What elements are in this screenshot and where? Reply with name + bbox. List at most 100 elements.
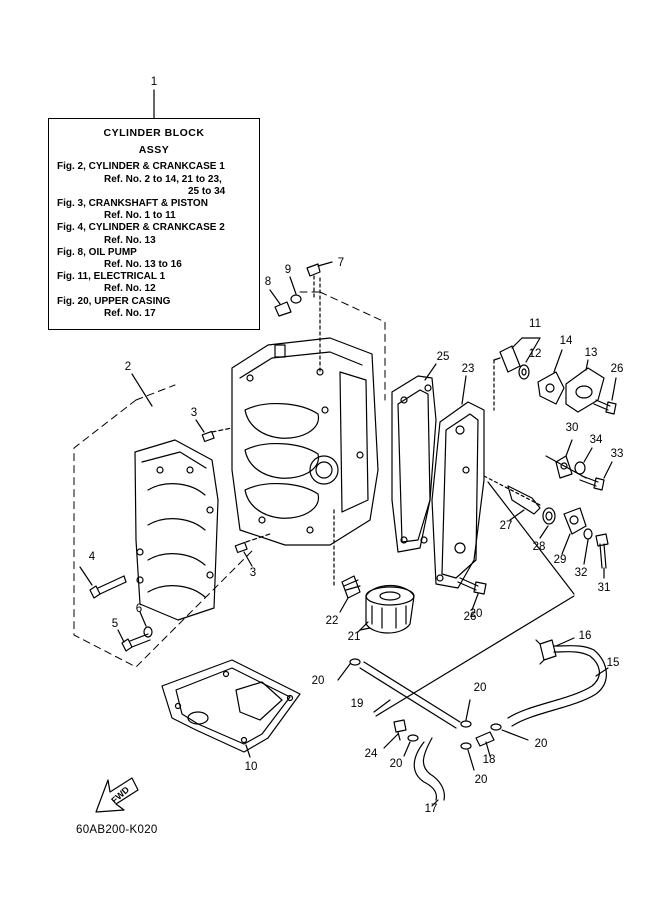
clip-20-c [490,723,529,741]
callout-20-d: 20 [389,758,403,770]
bolt-31 [595,533,609,579]
ref-fig-2: Fig. 2, CYLINDER & CRANKCASE 1 [57,161,225,173]
union-bolt-22 [333,509,361,613]
ref-fig-20: Fig. 20, UPPER CASING [57,295,171,307]
bolt-8 [269,289,292,317]
bolt-26-upper [593,377,617,415]
callout-11: 11 [529,318,541,330]
callout-26-lower: 26 [463,611,477,623]
info-box-title: CYLINDER BLOCK [103,127,205,139]
callout-21: 21 [347,631,361,643]
callout-20-a: 20 [311,675,325,687]
callout-20-c: 20 [534,738,548,750]
callout-16: 16 [578,630,592,642]
leader-3-upper [195,419,205,433]
callout-3-upper: 3 [190,407,198,419]
callout-5: 5 [111,618,119,630]
hose-17 [413,737,445,807]
callout-33: 33 [610,448,624,460]
ref-fig-11: Fig. 11, ELECTRICAL 1 [57,271,166,283]
callout-6: 6 [135,603,143,615]
callout-12: 12 [528,348,542,360]
callout-8: 8 [264,276,272,288]
clip-20-b [460,699,472,728]
assembly-info-box: CYLINDER BLOCK ASSY Fig. 2, CYLINDER & C… [48,118,260,330]
dowel-pin-lower [234,533,271,554]
ref-fig-20-line-1: Ref. No. 17 [104,307,156,319]
callout-10: 10 [244,761,258,773]
callout-17: 17 [424,803,438,815]
grommet-12 [518,364,530,380]
gasket-14 [537,349,565,405]
dowel-pin-upper [201,427,233,443]
check-valve-16 [535,637,575,665]
callout-15: 15 [606,657,620,669]
cylinder-block [231,337,379,546]
callout-20-f: 20 [469,608,483,620]
callout-13: 13 [584,347,598,359]
callout-28: 28 [532,541,546,553]
callout-23: 23 [461,363,475,375]
washer-9 [289,276,302,304]
callout-20-e: 20 [474,774,488,786]
joint-18 [475,731,495,757]
info-box-subtitle: ASSY [138,144,170,157]
ref-fig-3-line-1: Ref. No. 1 to 11 [104,210,176,222]
ref-fig-3: Fig. 3, CRANKSHAFT & PISTON [57,198,208,210]
oil-filter-21 [359,585,415,634]
thermostat-cover-13 [565,359,605,413]
washer-34 [574,447,593,475]
ref-fig-2-line-2: 25 to 34 [188,185,226,197]
callout-19: 19 [350,698,364,710]
fitting-24 [383,719,407,749]
callout-2: 2 [124,361,132,373]
callout-29: 29 [553,554,567,566]
cylinder-cover-23 [431,375,485,589]
leader-6 [139,611,147,627]
bolt-4 [79,566,127,599]
washer-32 [583,528,593,565]
callout-25: 25 [436,351,450,363]
callout-20-b: 20 [473,682,487,694]
callout-22: 22 [325,615,339,627]
washer-6 [143,626,153,638]
callout-3-lower: 3 [249,567,257,579]
crankcase-half [134,439,219,621]
fwd-arrow-icon [95,777,139,813]
sender-29 [561,507,587,555]
callout-31: 31 [597,582,611,594]
bracket-30 [555,439,573,479]
ref-fig-4: Fig. 4, CYLINDER & CRANKCASE 2 [57,222,225,234]
gasket-25 [391,363,437,553]
leader-3-lower [243,551,253,567]
guide-line-30-33 [545,455,587,479]
sensor-27 [483,475,541,521]
callout-7: 7 [337,257,345,269]
guide-line-27-31 [487,481,575,595]
leader-2 [131,373,153,407]
callout-34: 34 [589,434,603,446]
clip-20-a [337,658,361,681]
hose-19 [359,595,575,729]
ref-fig-4-line-1: Ref. No. 13 [104,234,156,246]
ref-fig-2-line-1: Ref. No. 2 to 14, 21 to 23, [104,173,222,185]
ref-fig-8: Fig. 8, OIL PUMP [57,246,137,258]
callout-18: 18 [482,754,496,766]
assembly-outline-dashed [73,291,386,668]
seal-28 [539,507,556,539]
hose-15 [507,645,609,727]
callout-32: 32 [574,567,588,579]
clip-20-d [403,734,419,757]
bolt-26-lower [457,577,487,611]
thermostat-cover-11 [493,337,541,411]
plug-7 [306,261,333,301]
cover-plate-10 [161,659,301,758]
callout-26-upper: 26 [610,363,624,375]
leader-21 [357,621,369,633]
callout-4: 4 [88,551,96,563]
callout-14: 14 [559,335,573,347]
callout-9: 9 [284,264,292,276]
diagram-code: 60AB200-K020 [76,824,158,836]
ref-fig-8-line-1: Ref. No. 13 to 16 [104,259,182,271]
